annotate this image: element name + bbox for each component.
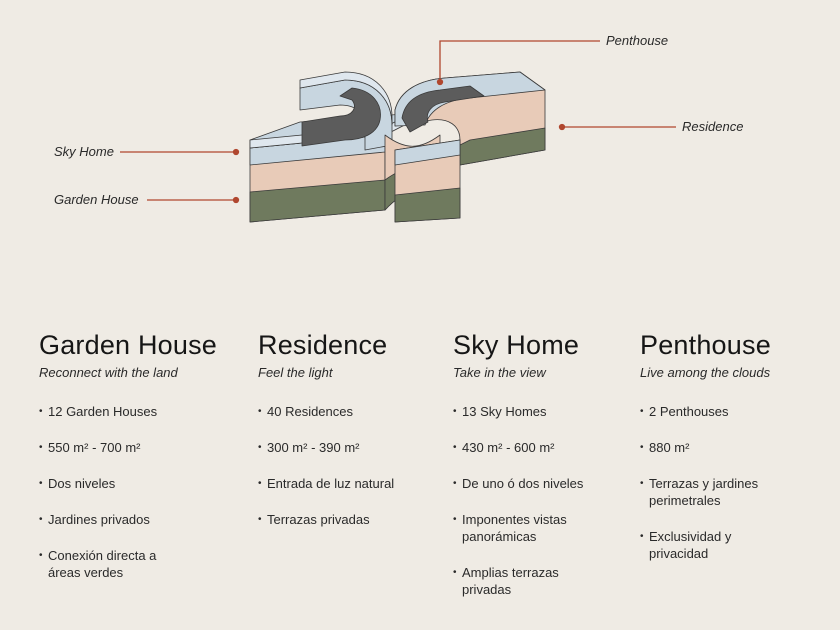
list-item: 40 Residences <box>258 403 443 420</box>
column-subtitle: Live among the clouds <box>640 365 771 380</box>
sky-home-label: Sky Home <box>54 144 114 159</box>
column-subtitle: Take in the view <box>453 365 546 380</box>
building-diagram: Penthouse Residence Sky Home Garden Hous… <box>0 0 840 300</box>
list-item: Terrazas privadas <box>258 511 443 528</box>
residence-column: Residence Feel the light 40 Residences 3… <box>258 330 443 547</box>
column-title: Residence <box>258 330 388 360</box>
feature-list: 13 Sky Homes 430 m² - 600 m² De uno ó do… <box>453 403 633 598</box>
penthouse-callout-line <box>439 40 600 82</box>
list-item: Terrazas y jardines perimetrales <box>640 475 784 509</box>
list-item: Imponentes vistas panorámicas <box>453 511 592 545</box>
list-item: 430 m² - 600 m² <box>453 439 633 456</box>
column-title: Garden House <box>39 330 218 360</box>
right-penthouse <box>401 85 485 133</box>
list-item: Amplias terrazas privadas <box>453 564 582 598</box>
sky-home-column: Sky Home Take in the view 13 Sky Homes 4… <box>453 330 633 617</box>
garden-house-column: Garden House Reconnect with the land 12 … <box>39 330 239 600</box>
building-illustration <box>120 40 676 223</box>
penthouse-label: Penthouse <box>606 33 669 48</box>
list-item: Exclusividad y privacidad <box>640 528 759 562</box>
list-item: 2 Penthouses <box>640 403 830 420</box>
column-subtitle: Feel the light <box>258 365 333 380</box>
penthouse-column: Penthouse Live among the clouds 2 Pentho… <box>640 330 830 581</box>
list-item: 13 Sky Homes <box>453 403 633 420</box>
column-title: Sky Home <box>453 330 580 360</box>
left-penthouse <box>301 87 381 147</box>
list-item: Conexión directa a áreas verdes <box>39 547 178 581</box>
feature-list: 40 Residences 300 m² - 390 m² Entrada de… <box>258 403 443 528</box>
feature-list: 2 Penthouses 880 m² Terrazas y jardines … <box>640 403 830 562</box>
garden-house-label: Garden House <box>54 192 139 207</box>
column-title: Penthouse <box>640 330 771 360</box>
list-item: 550 m² - 700 m² <box>39 439 239 456</box>
list-item: 300 m² - 390 m² <box>258 439 443 456</box>
list-item: Jardines privados <box>39 511 239 528</box>
list-item: De uno ó dos niveles <box>453 475 633 492</box>
list-item: Dos niveles <box>39 475 239 492</box>
feature-list: 12 Garden Houses 550 m² - 700 m² Dos niv… <box>39 403 239 581</box>
list-item: Entrada de luz natural <box>258 475 443 492</box>
column-subtitle: Reconnect with the land <box>39 365 178 380</box>
list-item: 12 Garden Houses <box>39 403 239 420</box>
list-item: 880 m² <box>640 439 830 456</box>
residence-label: Residence <box>682 119 744 134</box>
